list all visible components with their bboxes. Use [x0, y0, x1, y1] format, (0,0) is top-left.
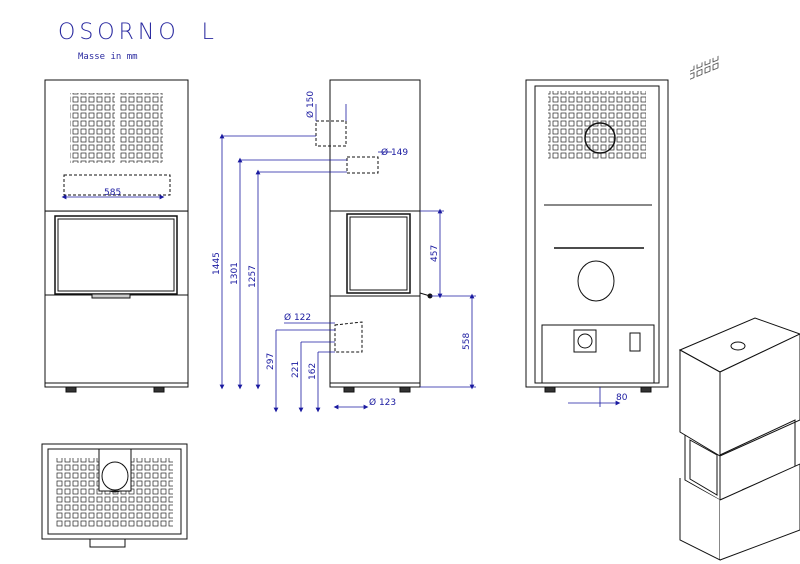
drawing-title: OSORNO L — [58, 20, 218, 45]
side-view — [315, 79, 433, 393]
dim-221-label: 221 — [291, 361, 301, 378]
dim-162-label: 162 — [308, 363, 318, 380]
dim-air-inlet-label: Ø 122 — [284, 312, 311, 323]
side-dimensions — [219, 104, 476, 413]
drawing-subtitle: Masse in mm — [78, 52, 138, 62]
dim-80-label: 80 — [616, 393, 628, 403]
dim-flue-top-label: Ø 150 — [305, 91, 316, 118]
dim-air-bottom-label: Ø 123 — [369, 397, 396, 408]
width-dimension: 585 — [61, 188, 165, 200]
rear-view — [525, 79, 669, 393]
dim-558-label: 558 — [462, 333, 472, 350]
dim-297-label: 297 — [266, 353, 276, 370]
dim-1445-label: 1445 — [212, 252, 222, 275]
dim-flue-rear-label: Ø 149 — [381, 147, 408, 158]
side-dimension-labels: 1445 1301 1257 297 221 162 457 558 Ø 150… — [212, 91, 472, 408]
dim-457-label: 457 — [430, 245, 440, 262]
top-view — [41, 443, 188, 548]
rear-offset-dimension: 80 — [568, 387, 628, 407]
dim-1257-label: 1257 — [248, 265, 258, 288]
dim-1301-label: 1301 — [230, 262, 240, 285]
isometric-view — [678, 55, 800, 561]
front-view — [44, 79, 189, 393]
dim-width-label: 585 — [104, 188, 121, 198]
